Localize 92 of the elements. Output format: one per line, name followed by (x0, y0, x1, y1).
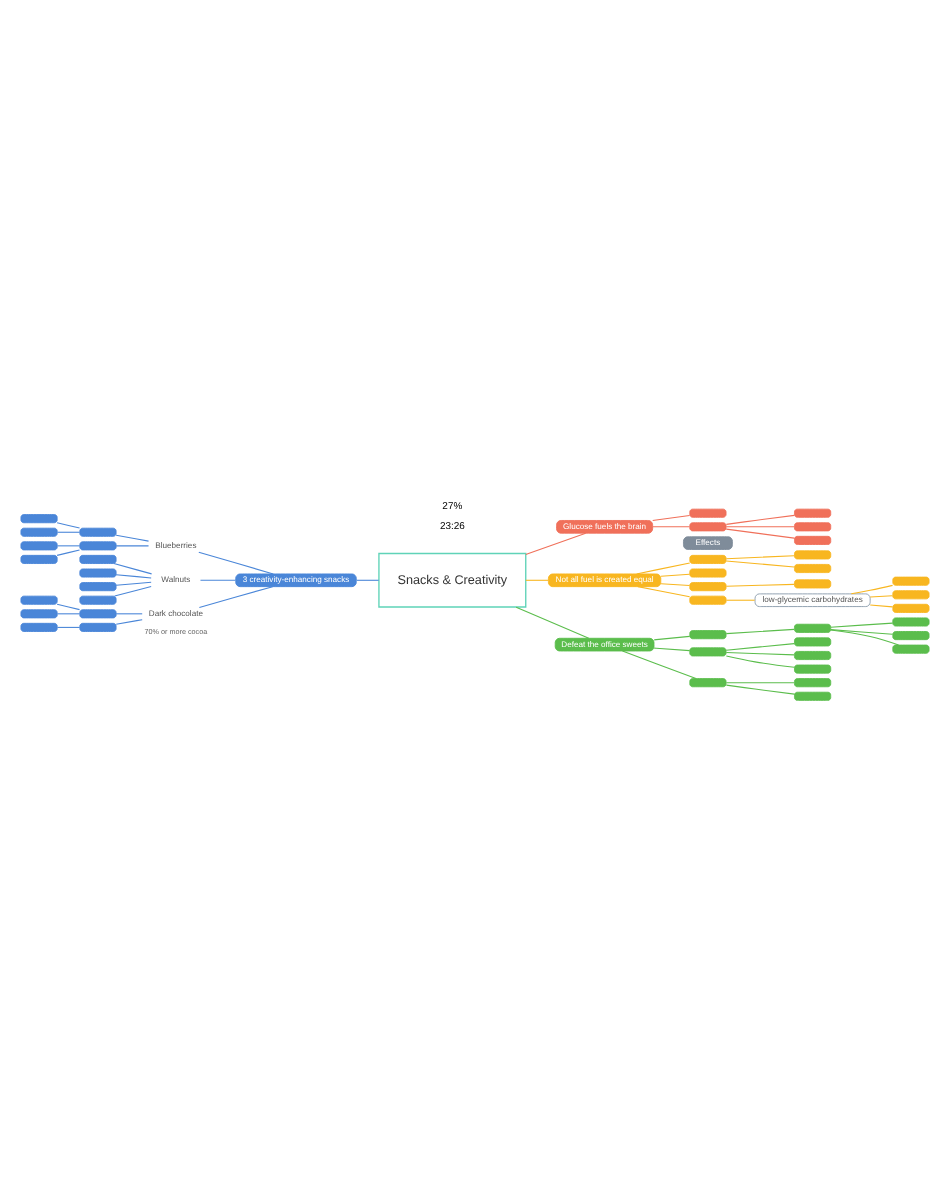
connector (725, 555, 795, 560)
connector (56, 603, 81, 611)
node-box (794, 522, 832, 532)
node-box (689, 568, 727, 578)
connector (652, 515, 691, 522)
connector (621, 650, 697, 680)
connector (56, 522, 81, 529)
node-box (794, 691, 832, 701)
node-box (794, 508, 832, 518)
connector (725, 528, 795, 539)
node-box (794, 579, 832, 589)
node-box (892, 603, 930, 613)
connector (56, 626, 81, 628)
node-box (20, 595, 58, 605)
node-box (689, 554, 727, 564)
node-box (689, 630, 727, 640)
node-box (79, 527, 117, 537)
node-box (892, 631, 930, 641)
node-box (20, 541, 58, 551)
node-box (689, 595, 727, 605)
connector (115, 619, 143, 625)
connector (198, 586, 274, 608)
node-box (79, 595, 117, 605)
connector (199, 579, 237, 581)
connector (725, 628, 795, 635)
node-box (794, 563, 832, 574)
node-box (79, 541, 117, 551)
connector (115, 545, 150, 547)
node-box (20, 609, 58, 619)
node-box (689, 582, 727, 592)
connector (113, 563, 153, 575)
connector (725, 560, 795, 568)
node-box (794, 637, 832, 647)
connector (198, 551, 274, 575)
node-box (79, 622, 117, 632)
node-box (20, 514, 58, 524)
node-box (794, 664, 832, 674)
connector (725, 514, 795, 525)
connector (653, 647, 691, 652)
node-box (79, 568, 117, 578)
connector (725, 599, 756, 601)
node-box (689, 522, 727, 532)
node-box (79, 609, 117, 619)
node-box (794, 623, 832, 633)
connector (830, 629, 894, 635)
connector (525, 579, 549, 581)
node-box (20, 554, 58, 564)
node-box (794, 678, 832, 688)
connector (56, 545, 81, 547)
connector (869, 595, 893, 598)
connector (356, 579, 380, 581)
connector (115, 581, 152, 586)
node-box (689, 508, 727, 518)
node-box (892, 644, 930, 654)
connector (652, 526, 691, 528)
node-box (794, 650, 832, 661)
node-box (79, 554, 117, 564)
connector (725, 682, 795, 684)
connector (115, 613, 143, 615)
connector (653, 635, 691, 641)
node-box (892, 590, 930, 600)
node-box (794, 550, 832, 560)
connector (725, 655, 795, 668)
connector (725, 651, 795, 656)
connector (635, 562, 691, 575)
connector (850, 584, 894, 595)
connector (115, 574, 152, 579)
connector (725, 526, 795, 528)
connector (637, 586, 691, 598)
connector (869, 604, 893, 608)
connector (56, 613, 81, 615)
node-box (689, 647, 727, 657)
connector (660, 583, 691, 587)
node-box (20, 622, 58, 632)
connector (660, 573, 691, 577)
connector (56, 549, 81, 556)
node-box (79, 582, 117, 592)
node-box (794, 535, 832, 545)
node-box (20, 527, 58, 537)
connector (525, 532, 587, 556)
connector (115, 534, 150, 542)
node-box (892, 576, 930, 586)
node-box (689, 678, 727, 688)
connector (515, 606, 590, 639)
connector (56, 531, 81, 533)
connector (725, 583, 795, 587)
node-box (892, 617, 930, 627)
connector (725, 643, 795, 651)
connector (830, 622, 894, 628)
connector (830, 629, 900, 646)
connector (725, 684, 795, 695)
connector (114, 586, 152, 597)
